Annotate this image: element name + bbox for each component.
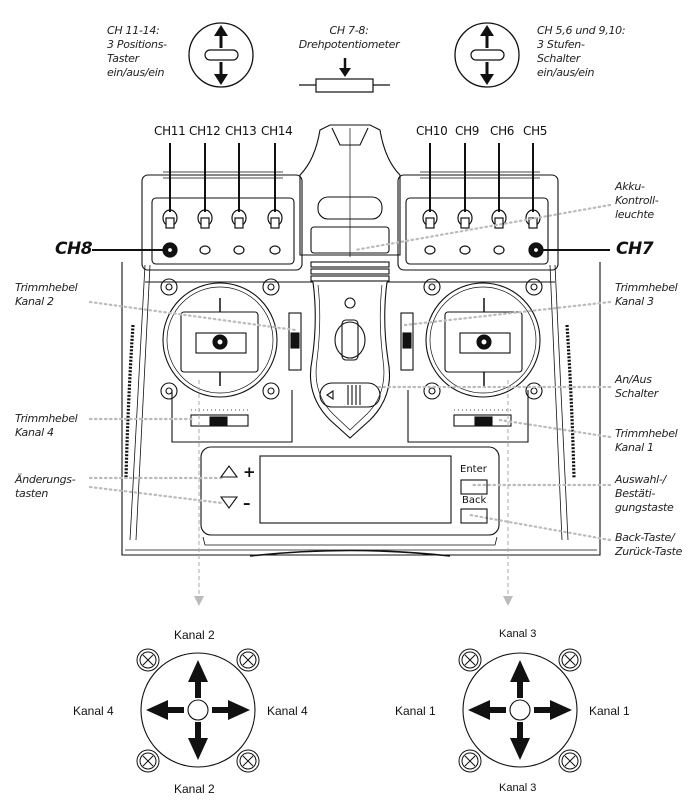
channel-label-ch8: CH8 xyxy=(55,239,93,259)
legend-switch3pos-text: 3 Positions- Taster ein/aus/ein xyxy=(107,38,167,79)
antenna-coils xyxy=(124,324,576,479)
callout-lines xyxy=(88,203,612,542)
knob-ch7-center xyxy=(532,246,540,254)
legend-poti-title: CH 7-8: xyxy=(329,24,369,37)
left-stick-top-label: Kanal 2 xyxy=(174,628,215,642)
toggle-ch6 xyxy=(491,209,507,229)
transmitter-body xyxy=(121,124,601,557)
toggle-ch12 xyxy=(197,209,213,229)
legend-switch-icon-left xyxy=(188,22,254,88)
stick-diagram-left xyxy=(136,648,260,773)
channel-label-ch11: CH11 xyxy=(154,124,186,138)
minus-button[interactable]: – xyxy=(243,494,251,512)
left-stick-gimbal xyxy=(160,278,302,427)
legend-poti-text: Drehpotentiometer xyxy=(298,38,400,51)
channel-label-ch12: CH12 xyxy=(189,124,221,138)
channel-label-ch10: CH10 xyxy=(416,124,448,138)
enter-key-box xyxy=(460,479,488,495)
enter-button-label: Enter xyxy=(460,464,487,475)
callout-power-switch: An/Aus Schalter xyxy=(615,373,659,400)
channel-label-ch13: CH13 xyxy=(225,124,257,138)
up-triangle-icon xyxy=(219,465,239,478)
callout-trim-ch3: Trimmhebel Kanal 3 xyxy=(615,281,678,308)
led xyxy=(424,245,436,255)
plus-button[interactable]: + xyxy=(243,463,256,481)
legend-switch3pos-title: CH 11-14: xyxy=(107,24,160,37)
channel-label-ch7: CH7 xyxy=(616,239,654,259)
callout-back-key: Back-Taste/ Zurück-Taste xyxy=(615,531,683,558)
callout-enter-key: Auswahl-/ Bestäti- gungstaste xyxy=(615,473,674,514)
legend-potentiometer-icon xyxy=(299,58,390,93)
callout-trim-ch4: Trimmhebel Kanal 4 xyxy=(15,412,78,439)
left-stick-left-label: Kanal 4 xyxy=(73,704,114,718)
channel-label-ch14: CH14 xyxy=(261,124,293,138)
left-stick-right-label: Kanal 4 xyxy=(267,704,308,718)
toggle-ch5 xyxy=(525,209,541,229)
callout-trim-ch1: Trimmhebel Kanal 1 xyxy=(615,427,678,454)
legend-switch3step-text: 3 Stufen- Schalter ein/aus/ein xyxy=(537,38,595,79)
arrow-down-icon xyxy=(503,596,513,606)
legend-switch3step-title: CH 5,6 und 9,10: xyxy=(537,24,626,37)
callout-battery-led: Akku- Kontroll- leuchte xyxy=(615,180,659,221)
down-triangle-icon xyxy=(219,496,239,509)
lcd-screen xyxy=(259,455,452,524)
knob-ch8-center xyxy=(166,246,174,254)
callout-change-keys: Änderungs- tasten xyxy=(15,473,76,500)
display-panel xyxy=(219,455,488,524)
channel-label-ch9: CH9 xyxy=(455,124,480,138)
right-stick-gimbal xyxy=(400,278,543,427)
back-button-label: Back xyxy=(462,495,487,506)
toggle-ch11 xyxy=(162,209,178,229)
led xyxy=(199,245,211,255)
channel-leader-lines xyxy=(92,143,610,251)
toggle-switches xyxy=(162,209,544,258)
led xyxy=(493,245,505,255)
toggle-ch10 xyxy=(422,209,438,229)
right-stick-bottom-label: Kanal 3 xyxy=(499,782,537,794)
left-stick-bottom-label: Kanal 2 xyxy=(174,782,215,796)
right-stick-right-label: Kanal 1 xyxy=(589,704,630,718)
back-key-box xyxy=(460,508,488,524)
channel-label-ch6: CH6 xyxy=(490,124,515,138)
callout-trim-ch2: Trimmhebel Kanal 2 xyxy=(15,281,78,308)
led xyxy=(459,245,471,255)
toggle-ch14 xyxy=(267,209,283,229)
projection-lines xyxy=(198,380,509,598)
led xyxy=(269,245,281,255)
toggle-ch9 xyxy=(457,209,473,229)
right-stick-top-label: Kanal 3 xyxy=(499,628,537,640)
toggle-ch13 xyxy=(231,209,247,229)
legend-switch-icon-right xyxy=(454,22,520,88)
channel-label-ch5: CH5 xyxy=(523,124,548,138)
stick-diagram-right xyxy=(458,648,582,773)
led xyxy=(233,245,245,255)
right-stick-left-label: Kanal 1 xyxy=(395,704,436,718)
arrow-down-icon xyxy=(194,596,204,606)
